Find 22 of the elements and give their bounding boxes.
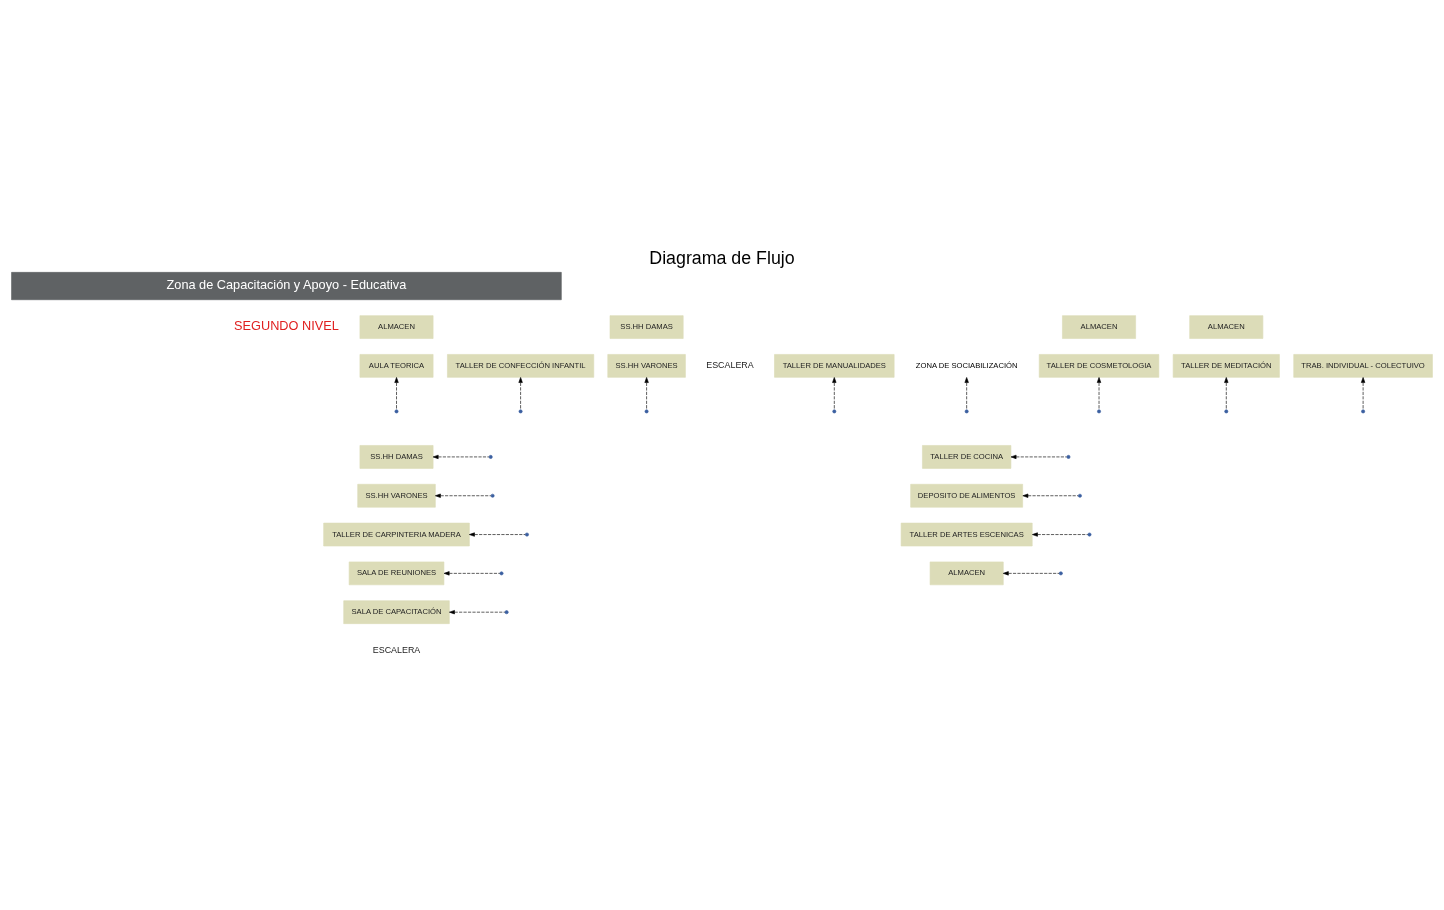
arrow xyxy=(964,377,969,410)
arrow xyxy=(435,493,492,498)
arrow xyxy=(1361,377,1366,410)
label: SEGUNDO NIVEL xyxy=(234,318,339,334)
arrow xyxy=(469,532,526,537)
arrow xyxy=(1032,532,1088,537)
arrow xyxy=(449,610,506,615)
arrow xyxy=(1224,377,1229,410)
arrow xyxy=(394,377,399,410)
arrow xyxy=(832,377,837,410)
arrow xyxy=(518,377,523,410)
node-box: Zona de Capacitación y Apoyo - Educativa xyxy=(11,272,562,301)
arrow xyxy=(443,571,501,576)
arrow xyxy=(1096,377,1102,410)
arrow xyxy=(1010,454,1067,459)
arrow xyxy=(1022,493,1079,498)
diagram-title: Diagrama de Flujo xyxy=(649,248,795,269)
label: ESCALERA xyxy=(372,645,421,656)
arrow xyxy=(432,454,490,459)
label: ESCALERA xyxy=(706,360,754,371)
arrow xyxy=(644,377,649,410)
arrow xyxy=(1002,571,1060,576)
